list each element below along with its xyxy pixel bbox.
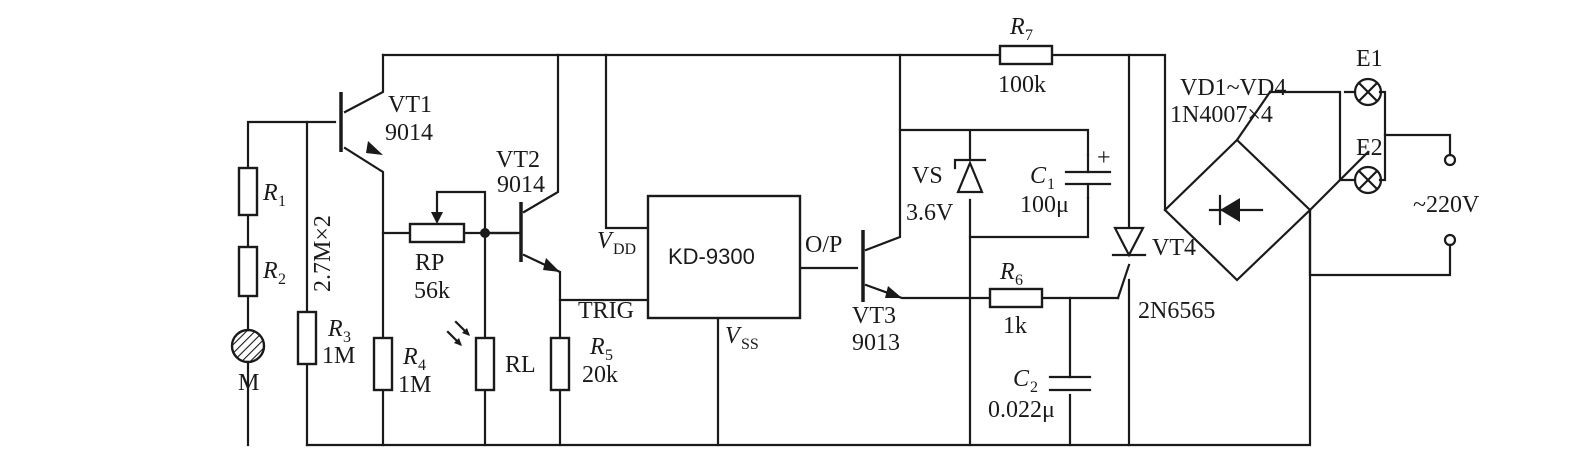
r1-letter: R xyxy=(262,180,278,206)
c1-sub: 1 xyxy=(1047,176,1055,193)
r4-letter: R xyxy=(402,344,418,370)
r3-letter: R xyxy=(327,316,343,342)
ic-out-label: O/P xyxy=(805,232,842,258)
potentiometer-rp: RP 56k xyxy=(408,212,466,304)
r5-value: 20k xyxy=(582,362,618,388)
r6-value: 1k xyxy=(1003,313,1027,339)
resistor-r1: R 1 xyxy=(237,166,286,217)
c2-sub: 2 xyxy=(1030,379,1038,396)
transistor-vt1: VT1 9014 xyxy=(339,92,433,155)
r7-letter: R xyxy=(1009,14,1025,40)
ic-kd9300: KD-9300 V DD TRIG O/P V SS xyxy=(578,194,842,353)
r3-sub: 3 xyxy=(343,329,351,346)
vt3-label: VT3 xyxy=(852,303,896,329)
bridge-part: 1N4007×4 xyxy=(1170,102,1273,128)
bridge-label: VD1~VD4 xyxy=(1180,75,1286,101)
vt2-label: VT2 xyxy=(496,147,540,173)
capacitor-c1: + C 1 100μ xyxy=(1020,145,1112,218)
r1-r2-value: 2.7M×2 xyxy=(310,215,336,292)
resistor-r7: R 7 100k xyxy=(998,14,1054,98)
r2-letter: R xyxy=(262,258,278,284)
c2-letter: C xyxy=(1013,366,1030,392)
r4-value: 1M xyxy=(398,372,431,398)
lamp-e1: E1 xyxy=(1353,46,1383,107)
ac-terminals: ~220V xyxy=(1413,153,1480,247)
c1-letter: C xyxy=(1030,163,1047,189)
resistor-r6: R 6 1k xyxy=(988,259,1044,339)
r2-sub: 2 xyxy=(278,271,286,288)
transistor-vt2: VT2 9014 xyxy=(480,147,560,272)
e1-label: E1 xyxy=(1356,46,1383,72)
ic-vdd-sub: DD xyxy=(613,241,636,258)
vt4-label: VT4 xyxy=(1152,235,1196,261)
ic-vss-label: V xyxy=(725,323,742,349)
rl-label: RL xyxy=(505,352,536,378)
resistor-r2: R 2 xyxy=(237,245,286,298)
rp-value: 56k xyxy=(414,278,450,304)
c1-value: 100μ xyxy=(1020,192,1069,218)
mic-label: M xyxy=(238,370,259,396)
r7-sub: 7 xyxy=(1025,27,1033,44)
transistor-vt3: VT3 9013 xyxy=(852,230,902,356)
r5-sub: 5 xyxy=(605,347,613,364)
vt4-part: 2N6565 xyxy=(1138,298,1215,324)
lamp-e2: E2 xyxy=(1353,135,1383,195)
r4-sub: 4 xyxy=(418,357,426,374)
microphone-m: M xyxy=(230,328,266,396)
ic-vss-sub: SS xyxy=(741,336,759,353)
vs-value: 3.6V xyxy=(906,200,954,226)
rp-label: RP xyxy=(415,250,444,276)
r7-value: 100k xyxy=(998,72,1046,98)
resistor-r3: R 3 1M xyxy=(296,310,355,369)
ic-trig-label: TRIG xyxy=(578,298,634,324)
vt3-part: 9013 xyxy=(852,330,900,356)
supply-label: ~220V xyxy=(1413,192,1480,218)
vt1-part: 9014 xyxy=(385,120,433,146)
vt1-label: VT1 xyxy=(388,92,432,118)
resistor-r4: R 4 1M xyxy=(372,336,431,398)
vt2-part: 9014 xyxy=(497,172,545,198)
ic-vdd-label: V xyxy=(597,228,614,254)
resistor-r5: R 5 20k xyxy=(549,334,618,392)
ic-name: KD-9300 xyxy=(668,244,755,269)
r5-letter: R xyxy=(589,334,605,360)
bridge-rectifier: VD1~VD4 1N4007×4 xyxy=(1163,75,1312,282)
r6-sub: 6 xyxy=(1015,272,1023,289)
r3-value: 1M xyxy=(322,343,355,369)
r1-sub: 1 xyxy=(278,193,286,210)
scr-vt4: VT4 2N6565 xyxy=(1111,226,1215,324)
c2-value: 0.022μ xyxy=(988,397,1055,423)
capacitor-c2: C 2 0.022μ xyxy=(988,366,1092,423)
photoresistor-rl: RL xyxy=(446,320,536,392)
vs-label: VS xyxy=(912,163,943,189)
c1-polarity: + xyxy=(1097,145,1111,171)
e2-label: E2 xyxy=(1356,135,1383,161)
zener-vs: VS 3.6V xyxy=(906,158,987,226)
r6-letter: R xyxy=(999,259,1015,285)
